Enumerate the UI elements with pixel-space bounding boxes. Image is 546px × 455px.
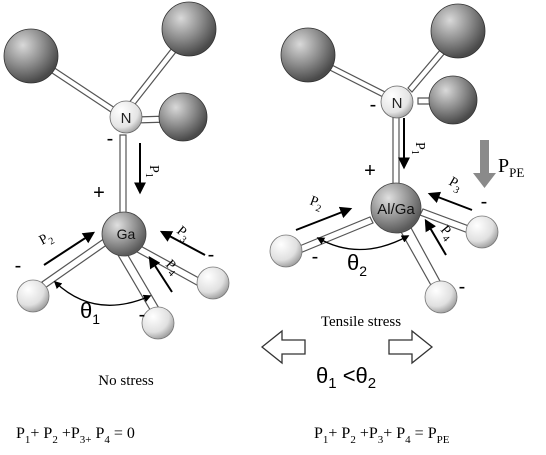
right-n-label: N [392, 95, 403, 112]
tensile-stress-label: Tensile stress [321, 314, 401, 330]
right-small-atom-right [465, 215, 499, 249]
left-angle-arc [53, 280, 152, 306]
right-n-minus: - [370, 94, 377, 116]
left-n-label: N [121, 110, 132, 127]
right-minus-bottom: - [459, 276, 466, 298]
left-arrow-p4 [148, 255, 173, 293]
left-small-atom-bottom [141, 306, 175, 340]
right-eq-part-7: 4 [405, 434, 411, 446]
right-angle-arc [316, 235, 410, 251]
left-n-minus: - [107, 128, 114, 150]
right-p3-label: P3 [445, 174, 465, 196]
ppe-label: PPE [498, 155, 524, 180]
right-eq-part-0: P [314, 425, 323, 442]
angle-rel-part-0: θ [316, 363, 328, 388]
left-caption: No stress [98, 373, 154, 389]
left-ga-plus: + [93, 182, 105, 204]
left-eq-part-6: P [91, 425, 104, 442]
right-arrow-p2 [295, 206, 353, 231]
right-angle-label: θ2 [347, 250, 367, 279]
right-arrows [295, 118, 473, 256]
right-bond-alga-left [296, 216, 374, 254]
right-molecule: N - Al/Ga + - - - PPE P1 P2 P3 [269, 3, 524, 314]
right-eq-part-5: 3 [378, 434, 384, 446]
angle-rel-part-3: 2 [368, 375, 376, 392]
left-p2-label: P2 [37, 229, 57, 251]
right-n-atom [380, 85, 414, 119]
right-small-atom-bottom [424, 280, 458, 314]
right-arrow-p4 [424, 218, 447, 256]
right-eq-part-2: + P [328, 425, 350, 442]
right-eq-part-8: = P [411, 425, 437, 442]
right-minus-left: - [312, 246, 319, 268]
left-molecule: N - Ga + - - - P1 P2 P3 P4 [3, 1, 230, 340]
left-eq-part-2: + P [30, 425, 52, 442]
right-eq-part-1: 1 [323, 434, 329, 446]
left-eq-part-3: 2 [52, 434, 58, 446]
left-arrow-p3 [159, 230, 206, 256]
right-p2-label: P2 [307, 194, 325, 215]
tensile-arrow-right [388, 329, 434, 365]
right-big-atom-topleft [280, 27, 336, 83]
left-eq-part-8: = 0 [110, 425, 135, 442]
left-eq-part-1: 1 [25, 434, 31, 446]
left-small-atom-right [196, 266, 230, 300]
right-big-atom-topright [430, 3, 486, 59]
left-minus-left: - [15, 255, 22, 277]
left-p3-label: P3 [172, 224, 193, 246]
right-eq-part-6: + P [383, 425, 405, 442]
left-angle-label: θ1 [80, 298, 100, 327]
left-eq-part-5: 3+ [80, 434, 92, 446]
left-bonds [33, 33, 209, 314]
left-minus-bottom: - [139, 304, 146, 326]
left-equation: P1+ P2 +P3+ P4 = 0 [16, 425, 135, 446]
left-p1-label: P1 [143, 165, 161, 178]
right-alga-plus: + [364, 160, 376, 182]
right-equation: P1+ P2 +P3+ P4 = PPE [314, 425, 450, 446]
right-eq-part-9: PE [437, 434, 450, 446]
ppe-arrow [473, 140, 496, 188]
right-alga-label: Al/Ga [377, 201, 415, 218]
right-alga-atom [370, 182, 422, 234]
left-eq-part-4: +P [58, 425, 80, 442]
right-big-atom-right [428, 75, 478, 125]
left-n-atom [109, 100, 143, 134]
left-big-atom-topright [161, 1, 217, 57]
left-big-atom-right [158, 92, 208, 142]
left-small-atom-left [16, 279, 50, 313]
angle-rel-part-2: <θ [337, 363, 368, 388]
right-p1-label: P1 [409, 142, 427, 155]
left-big-atom-topleft [3, 28, 59, 84]
left-minus-right: - [208, 244, 215, 266]
left-ga-label: Ga [117, 226, 136, 242]
tensile-arrow-left [260, 329, 306, 365]
angle-rel-part-1: 1 [328, 375, 336, 392]
right-arrow-p3 [427, 191, 473, 211]
left-eq-part-0: P [16, 425, 25, 442]
angle-relation: θ1 <θ2 [316, 363, 376, 392]
left-eq-part-7: 4 [104, 434, 110, 446]
left-arrows [43, 143, 206, 306]
right-small-atom-left [269, 234, 303, 268]
left-arrow-p2 [43, 231, 96, 266]
right-eq-part-3: 2 [350, 434, 356, 446]
left-ga-atom [101, 211, 147, 257]
left-bond-n-ga [119, 134, 127, 221]
right-minus-right: - [481, 191, 488, 213]
right-eq-part-4: +P [356, 425, 378, 442]
